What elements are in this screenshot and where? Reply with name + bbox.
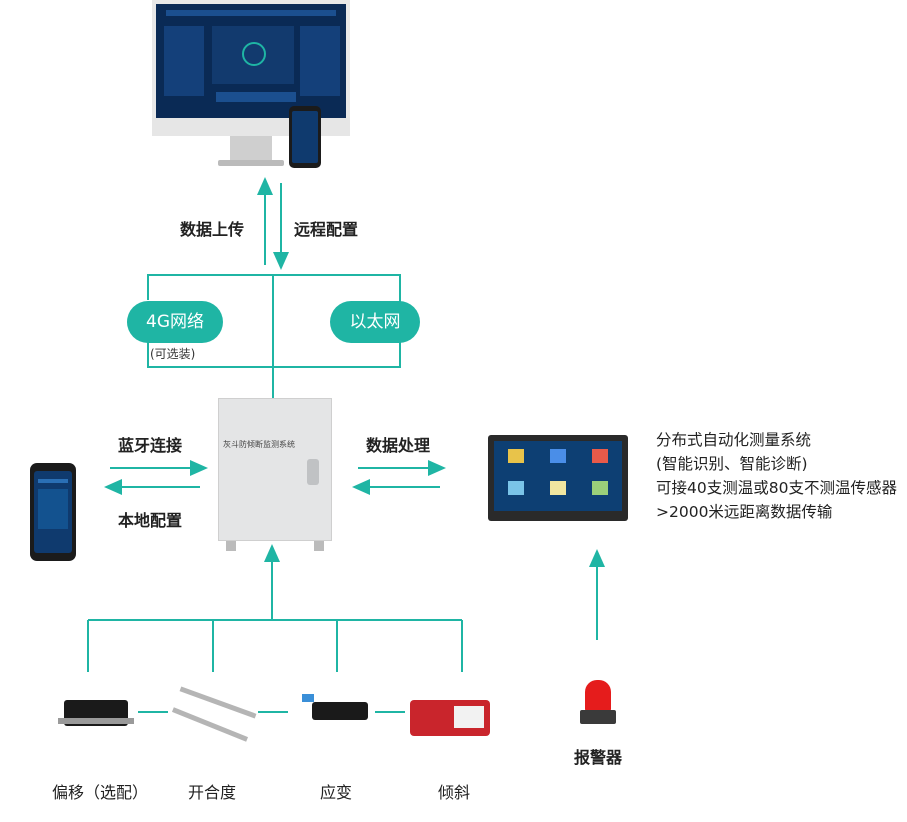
remote-config-label: 远程配置 xyxy=(294,220,359,239)
monitor-screen xyxy=(152,0,350,118)
alarm-label: 报警器 xyxy=(574,748,623,767)
local-config-label: 本地配置 xyxy=(118,511,183,530)
bluetooth-label: 蓝牙连接 xyxy=(118,436,183,455)
touch-panel xyxy=(488,435,628,521)
description-line-3: 可接40支测温或80支不测温传感器 xyxy=(656,479,897,497)
upload-label: 数据上传 xyxy=(180,220,245,239)
description-line-4: >2000米远距离数据传输 xyxy=(656,503,833,521)
pill-4g-network: 4G网络 xyxy=(127,301,223,343)
monitoring-cabinet: 灰斗防倾断监测系统 xyxy=(218,398,332,541)
cabinet-panel-text: 灰斗防倾断监测系统 xyxy=(223,440,295,449)
alarm-light xyxy=(585,680,611,712)
description-line-1: 分布式自动化测量系统 xyxy=(656,431,812,449)
phone-top xyxy=(289,106,321,168)
sensor-label-offset: 偏移（选配） xyxy=(52,783,149,802)
strain-sensor xyxy=(302,694,368,720)
monitor xyxy=(152,0,350,168)
pill-ethernet: 以太网 xyxy=(330,301,420,343)
cabinet-lock xyxy=(307,459,319,485)
tilt-sensor xyxy=(410,700,490,736)
processing-label: 数据处理 xyxy=(366,436,431,455)
sensor-label-tilt: 倾斜 xyxy=(438,783,471,802)
offset-sensor xyxy=(58,700,134,726)
phone-left xyxy=(30,463,76,561)
pill-4g-note: (可选装) xyxy=(150,347,196,361)
sensor-label-strain: 应变 xyxy=(320,783,353,802)
sensor-label-opening: 开合度 xyxy=(188,783,237,802)
description-line-2: (智能识别、智能诊断) xyxy=(656,455,808,473)
